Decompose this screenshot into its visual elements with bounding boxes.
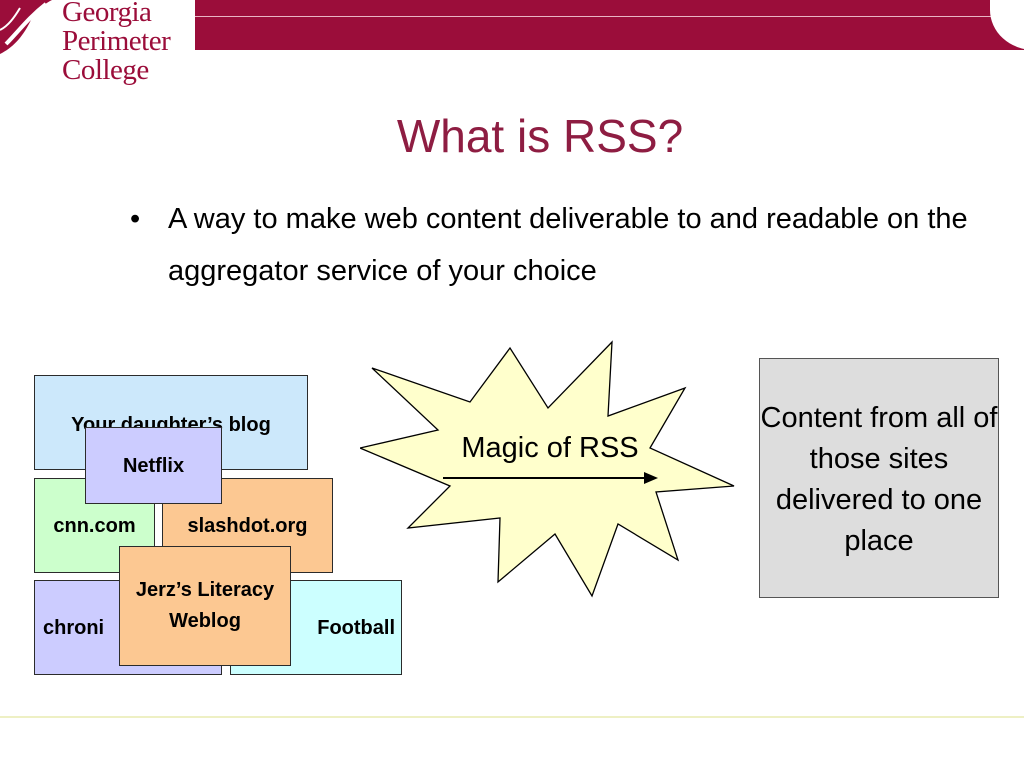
result-text: Content from all of those sites delivere… <box>760 402 998 557</box>
source-label-chronicle: chroni <box>43 616 105 639</box>
source-label-cnn: cnn.com <box>53 514 136 537</box>
source-label-football: Football <box>317 616 395 639</box>
logo-line-1: Georgia <box>62 0 152 28</box>
bullet-marker: • <box>130 203 141 235</box>
header-band-stripe <box>195 16 1024 17</box>
footer-divider <box>0 716 1024 718</box>
logo-line-2: Perimeter <box>62 25 171 57</box>
college-logo-text: Georgia Perimeter College <box>62 0 171 86</box>
magic-starburst <box>357 338 740 600</box>
college-logo-icon <box>0 0 60 56</box>
slide-title: What is RSS? <box>396 110 684 162</box>
logo-line-3: College <box>62 54 149 86</box>
starburst-shape <box>357 340 735 598</box>
source-box-jerz-weblog: Jerz’s Literacy Weblog <box>119 546 291 666</box>
result-box: Content from all of those sites delivere… <box>759 358 999 598</box>
bullet-text: A way to make web content deliverable to… <box>168 203 968 287</box>
magic-label: Magic of RSS <box>461 432 639 464</box>
arrow-head-icon <box>644 472 658 484</box>
header-band <box>195 0 1024 50</box>
source-label-jerz-weblog: Jerz’s Literacy Weblog <box>135 579 275 632</box>
source-label-netflix: Netflix <box>122 454 185 477</box>
source-box-netflix: Netflix <box>85 427 222 504</box>
source-label-slashdot: slashdot.org <box>187 514 308 537</box>
